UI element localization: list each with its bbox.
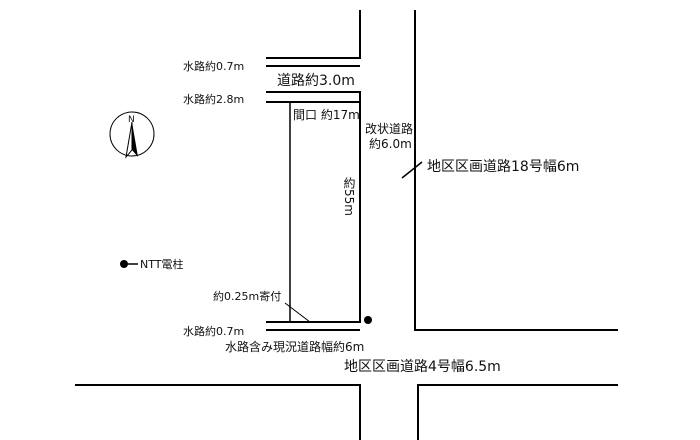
district-road-18-label: 地区区画道路18号幅6m	[427, 159, 580, 175]
current-road-width-label: 水路含み現況道路幅約6m	[225, 340, 365, 354]
depth-label: 約55m	[342, 177, 356, 216]
district-road-4-label: 地区区画道路4号幅6.5m	[344, 359, 501, 375]
road-edge-right	[414, 10, 618, 331]
setback-leader	[284, 302, 311, 323]
frontage-label: 間口 約17m	[293, 108, 360, 122]
ntt-pole-marker	[364, 316, 372, 324]
improved-road-width-label: 約6.0m	[369, 137, 412, 151]
north-arrow-icon	[109, 111, 155, 159]
waterway-mid-label: 水路約2.8m	[183, 93, 245, 106]
road-edge-top-left	[266, 10, 361, 59]
waterway-top-label: 水路約0.7m	[183, 60, 245, 73]
waterway-bottom-label: 水路約0.7m	[183, 325, 245, 338]
ntt-pole-label: NTT電柱	[140, 258, 184, 271]
improved-road-label: 改状道路	[365, 122, 414, 136]
north-label: N	[128, 115, 135, 125]
road-edge-bottom-right	[417, 384, 618, 440]
waterway-bottom-edge-top	[266, 315, 361, 323]
road-top-label: 道路約3.0m	[277, 73, 355, 89]
waterway-mid-edge	[266, 91, 361, 103]
setback-label: 約0.25m寄付	[213, 290, 282, 303]
road-18-leader	[401, 161, 423, 179]
road-edge-bottom-left	[75, 384, 361, 440]
